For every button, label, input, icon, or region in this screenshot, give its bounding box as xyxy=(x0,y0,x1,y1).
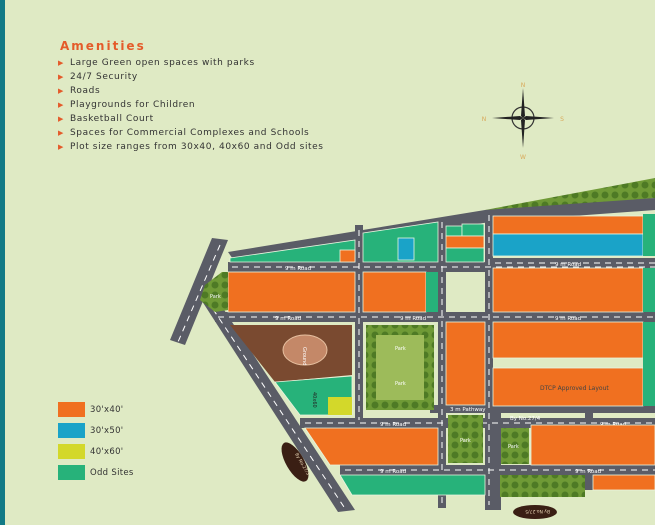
bullet-arrow-icon: ▶ xyxy=(58,143,64,151)
plot-block xyxy=(643,322,655,406)
park-label: Park xyxy=(395,346,406,352)
central-park-lawn xyxy=(376,335,424,400)
pathway-label: 3 m Pathway xyxy=(450,407,486,413)
plot-block xyxy=(339,474,486,496)
survey-label: By No.27/4 xyxy=(510,416,541,422)
compass-w: W xyxy=(520,154,526,161)
compass-rose-icon: N N S W xyxy=(482,82,564,161)
amenity-item: ▶Spaces for Commercial Complexes and Sch… xyxy=(58,128,310,138)
compass-n-left: N xyxy=(482,116,487,123)
bullet-arrow-icon: ▶ xyxy=(58,129,64,137)
plot-block xyxy=(643,268,655,312)
road-label: 9 m Road xyxy=(380,422,406,428)
ground-oval xyxy=(282,334,328,366)
plot-block xyxy=(227,271,356,313)
bottom-park xyxy=(500,475,585,497)
road-label: 9 m Road xyxy=(380,469,406,475)
plot-block xyxy=(592,474,655,491)
compass-n: N xyxy=(521,82,526,89)
legend-item: Odd Sites xyxy=(58,465,134,480)
legend-swatch-green xyxy=(58,465,85,480)
road-label: 9 m Road xyxy=(285,266,311,272)
park-label: Park xyxy=(508,444,519,450)
amenity-item: ▶Roads xyxy=(58,86,101,96)
top-park-strip xyxy=(485,178,655,212)
legend-item: 30'x40' xyxy=(58,402,134,417)
legend-swatch-blue xyxy=(58,423,85,438)
plot-40x60-label: 40x60 xyxy=(311,392,317,408)
legend-swatch-yellow xyxy=(58,444,85,459)
bullet-arrow-icon: ▶ xyxy=(58,59,64,67)
road-label: 9 m Road xyxy=(275,316,301,322)
plot-block xyxy=(492,233,644,257)
road-label: 9 m Road xyxy=(555,316,581,322)
legend-swatch-orange xyxy=(58,402,85,417)
small-park xyxy=(501,428,529,464)
small-park xyxy=(448,415,483,463)
amenities-panel: Amenities ▶Large Green open spaces with … xyxy=(58,39,324,154)
bullet-arrow-icon: ▶ xyxy=(58,87,64,95)
plot-block xyxy=(492,215,644,235)
plot-block xyxy=(492,321,644,359)
plot-block xyxy=(426,272,438,312)
park-label: Park xyxy=(395,381,406,387)
plot-block xyxy=(492,267,644,313)
amenity-item: ▶Basketball Court xyxy=(58,114,154,124)
ground-label: Ground xyxy=(301,347,307,365)
amenity-item: ▶24/7 Security xyxy=(58,72,138,82)
left-accent-bar xyxy=(0,0,5,525)
amenities-list: ▶Large Green open spaces with parks ▶24/… xyxy=(58,56,324,154)
left-park xyxy=(200,272,228,312)
legend-item: 40'x60' xyxy=(58,444,134,459)
plot-block xyxy=(530,424,655,466)
bullet-arrow-icon: ▶ xyxy=(58,101,64,109)
survey-label: By No.27/5 xyxy=(525,508,550,514)
park-label: Park xyxy=(460,438,471,444)
plot-40x60 xyxy=(328,397,352,415)
amenity-item: ▶Large Green open spaces with parks xyxy=(58,58,255,68)
legend-item: 30'x50' xyxy=(58,423,134,438)
road-label: 9 m Road xyxy=(575,469,601,475)
plot-block xyxy=(643,214,655,256)
amenities-title: Amenities xyxy=(60,39,146,53)
plot-block xyxy=(445,321,486,406)
bullet-arrow-icon: ▶ xyxy=(58,115,64,123)
approved-text: DTCP Approved Layout xyxy=(540,385,609,392)
park-label: Park xyxy=(210,294,221,300)
plots-top-left xyxy=(229,221,485,263)
bullet-arrow-icon: ▶ xyxy=(58,73,64,81)
plot-size-legend: 30'x40' 30'x50' 40'x60' Odd Sites xyxy=(58,402,134,486)
plot-block xyxy=(304,427,439,466)
survey-oval xyxy=(281,442,309,482)
road-label: 9 m Road xyxy=(400,316,426,322)
amenity-item: ▶Plot size ranges from 30x40, 40x60 and … xyxy=(58,142,324,152)
plot-block xyxy=(492,367,644,407)
survey-oval xyxy=(513,505,557,519)
road-label: 9 m Road xyxy=(555,262,581,268)
road-markings xyxy=(177,215,655,511)
plot-block xyxy=(362,271,427,313)
amenity-item: ▶Playgrounds for Children xyxy=(58,100,196,110)
compass-s: S xyxy=(560,116,564,123)
